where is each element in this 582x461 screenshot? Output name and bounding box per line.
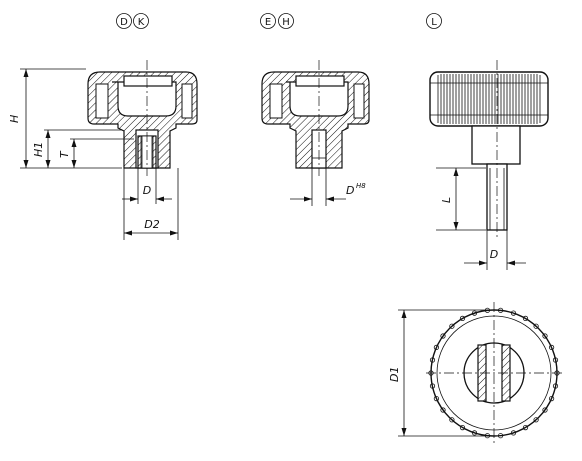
variant-k-label: K [138,17,145,28]
dim-d-label: D [143,184,151,197]
dim-h1-label: H1 [32,142,45,157]
variant-d-label: D [120,17,128,28]
variant-d-badge: D [116,13,132,29]
top-view [426,302,562,446]
dim-d1-label: D1 [388,367,401,382]
section-view-dk [87,60,198,176]
dimensions-dk: H H1 T D D2 [8,68,179,240]
variant-e-label: E [265,17,271,28]
variant-h-badge: H [278,13,294,29]
section-view-eh [261,60,370,176]
knurl-lines [437,74,541,124]
dim-h-label: H [8,115,21,123]
dim-d-h8-label: D [346,184,354,197]
dimensions-l: L D [436,167,526,270]
side-view-l [429,60,549,238]
dimensions-top: D1 [388,309,492,437]
dim-d-stud-label: D [490,248,498,261]
variant-e-badge: E [260,13,276,29]
dim-t-label: T [58,150,71,158]
dim-l-label: L [440,197,453,203]
dim-d2-label: D2 [144,218,159,231]
variant-h-label: H [282,17,290,28]
dimensions-eh: D H8 [290,168,366,206]
variant-labels: D K E H L [116,13,442,29]
knurl-scallops [428,307,560,439]
variant-l-badge: L [426,13,442,29]
dim-h8-tolerance: H8 [356,182,366,190]
variant-k-badge: K [133,13,149,29]
variant-l-label: L [431,17,437,28]
